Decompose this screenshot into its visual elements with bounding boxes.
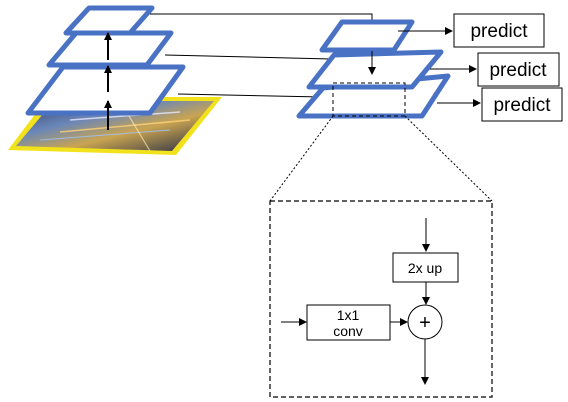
add-node: + xyxy=(408,305,442,339)
predict-box-2: predict xyxy=(478,53,559,86)
pyramid-level-top xyxy=(66,8,152,33)
detail-block xyxy=(270,201,492,397)
conv-box: 1x1 conv xyxy=(307,305,390,340)
predict-label-1: predict xyxy=(470,21,528,42)
predict-box-3: predict xyxy=(482,88,562,121)
upsample-label: 2x up xyxy=(408,260,442,276)
plus-icon: + xyxy=(419,312,431,334)
predict-box-1: predict xyxy=(454,14,544,47)
conv-label-line2: conv xyxy=(333,323,363,339)
feature-map-top xyxy=(322,22,412,50)
zoom-lines xyxy=(270,116,492,201)
predict-label-2: predict xyxy=(489,60,547,81)
predict-label-3: predict xyxy=(493,95,551,116)
conv-label-line1: 1x1 xyxy=(337,307,360,323)
upsample-box: 2x up xyxy=(393,253,458,282)
pyramid-level-middle xyxy=(49,33,171,65)
